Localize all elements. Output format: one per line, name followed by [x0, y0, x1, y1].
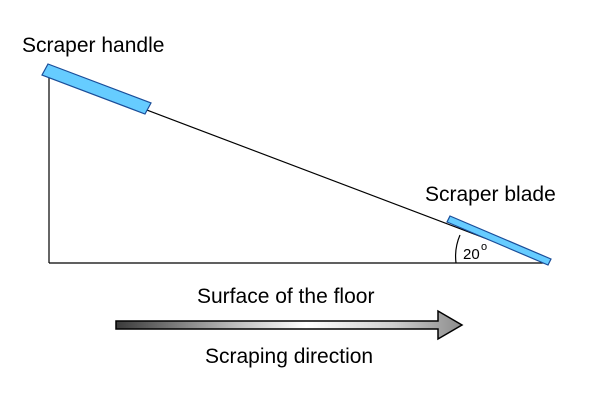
right-arrow-icon	[115, 309, 464, 341]
scraper-blade-shape	[446, 215, 552, 266]
scraper-blade-label: Scraper blade	[425, 183, 556, 206]
scraper-handle-label: Scraper handle	[22, 34, 164, 57]
floor-surface-label: Surface of the floor	[197, 285, 374, 308]
scraping-direction-label: Scraping direction	[205, 345, 373, 368]
angle-arc	[454, 234, 461, 264]
scraper-handle-shape	[41, 63, 152, 115]
angle-value-label: 20	[463, 246, 480, 263]
angle-degree-label: o	[481, 241, 487, 253]
